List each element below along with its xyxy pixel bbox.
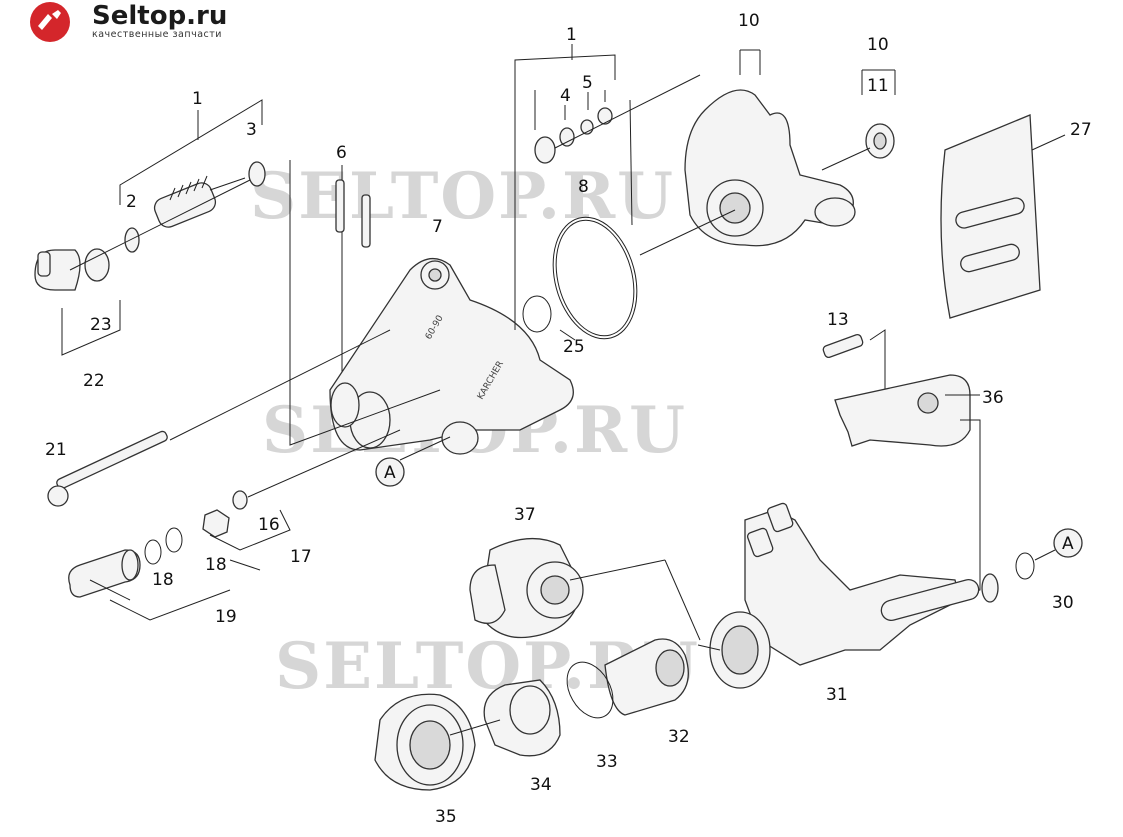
logo-tagline: качественные запчасти	[92, 29, 222, 40]
logo-name: Seltop.ru	[92, 1, 227, 31]
callout-30: 30	[1052, 593, 1074, 613]
callout-32: 32	[668, 727, 690, 747]
callout-a-right-label: A	[1062, 534, 1074, 554]
callout-10a: 10	[738, 11, 760, 31]
callout-21: 21	[45, 440, 67, 460]
callout-a-left	[375, 436, 451, 487]
callout-6: 6	[336, 143, 347, 163]
callout-16: 16	[258, 515, 280, 535]
callout-34: 34	[530, 775, 552, 795]
callout-3: 3	[246, 120, 257, 140]
callout-17: 17	[290, 547, 312, 567]
callout-1b: 1	[566, 25, 577, 45]
part-valve-assembly	[34, 99, 266, 356]
callout-10b: 10	[867, 35, 889, 55]
part-seal-kit	[514, 44, 701, 330]
callout-5: 5	[582, 73, 593, 93]
callout-11: 11	[867, 76, 889, 96]
callout-35: 35	[435, 807, 457, 827]
callout-27: 27	[1070, 120, 1092, 140]
callout-8: 8	[578, 177, 589, 197]
part-long-bolt	[47, 329, 391, 507]
part-crankcase-cover	[639, 49, 856, 256]
watermark-top: SELTOP.RU	[250, 159, 675, 234]
part-pins	[335, 165, 371, 380]
callout-2: 2	[126, 192, 137, 212]
part-bolt-bracket	[822, 329, 981, 606]
part-inlet-assembly	[374, 502, 1083, 791]
callout-22: 22	[83, 371, 105, 391]
callout-18b: 18	[152, 570, 174, 590]
logo-emblem-icon	[30, 2, 70, 42]
callout-19: 19	[215, 607, 237, 627]
callout-labels: 1 2 3 1 4 5 6 7 8 10 10 11 27 23 22 25 1…	[45, 11, 1092, 827]
callout-18a: 18	[205, 555, 227, 575]
seltop-logo[interactable]: Seltop.ru качественные запчасти	[30, 1, 227, 42]
part-pump-head: 60-90 KARCHER	[289, 160, 574, 455]
callout-23: 23	[90, 315, 112, 335]
part-pin-kit-bag	[940, 114, 1066, 319]
callout-7: 7	[432, 217, 443, 237]
callout-a-left-label: A	[384, 463, 396, 483]
part-valve-small	[68, 429, 401, 621]
callout-31: 31	[826, 685, 848, 705]
wrench-icon	[38, 10, 61, 30]
part-shaft-seal	[821, 69, 896, 171]
callout-25: 25	[563, 337, 585, 357]
callout-13: 13	[827, 310, 849, 330]
callout-36: 36	[982, 388, 1004, 408]
callout-37: 37	[514, 505, 536, 525]
callout-33: 33	[596, 752, 618, 772]
part-o-ring-large	[552, 216, 638, 340]
callout-1a: 1	[192, 89, 203, 109]
part-o-ring-small	[522, 295, 552, 333]
callout-4: 4	[560, 86, 571, 106]
